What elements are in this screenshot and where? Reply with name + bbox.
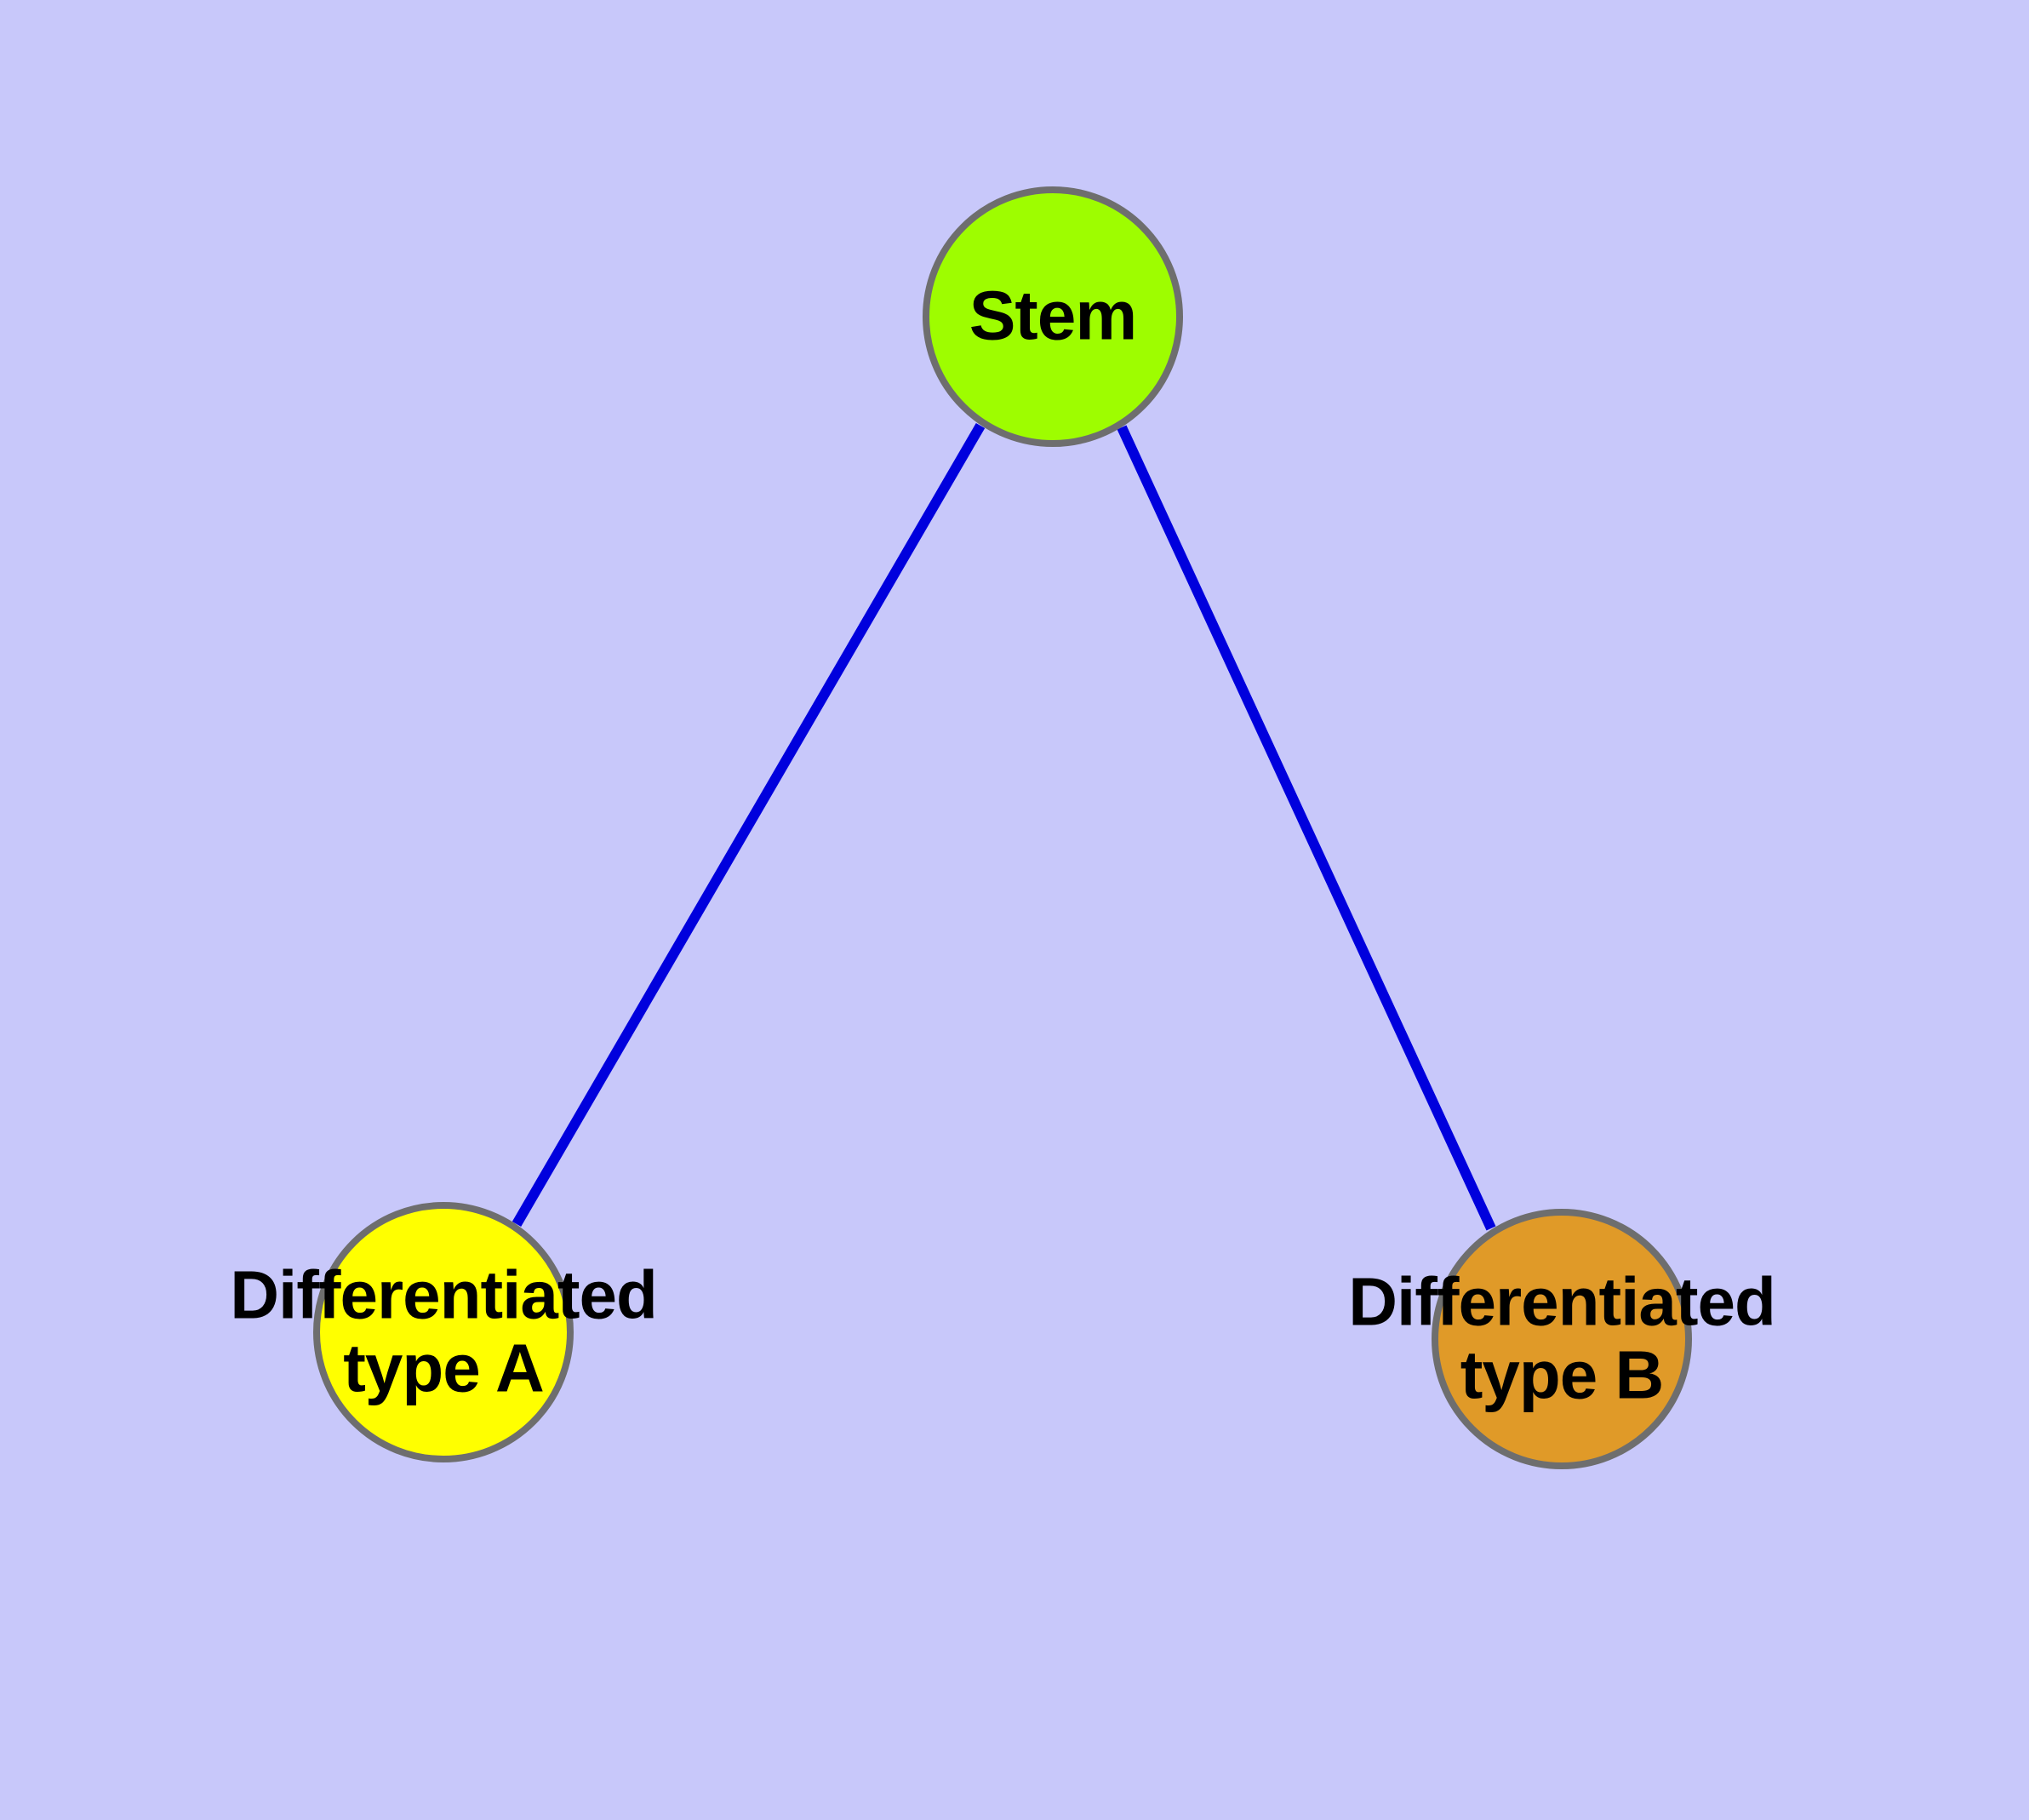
node-stem[interactable]: Stem (923, 186, 1183, 447)
node-differentiated-type-a[interactable]: Differentiated type A (230, 1202, 658, 1462)
node-differentiated-type-b[interactable]: Differentiated type B (1348, 1209, 1776, 1469)
edge-stem-to-type-b (1117, 425, 1496, 1231)
node-stem-label: Stem (969, 277, 1138, 355)
edge-stem-to-type-a (512, 422, 986, 1228)
